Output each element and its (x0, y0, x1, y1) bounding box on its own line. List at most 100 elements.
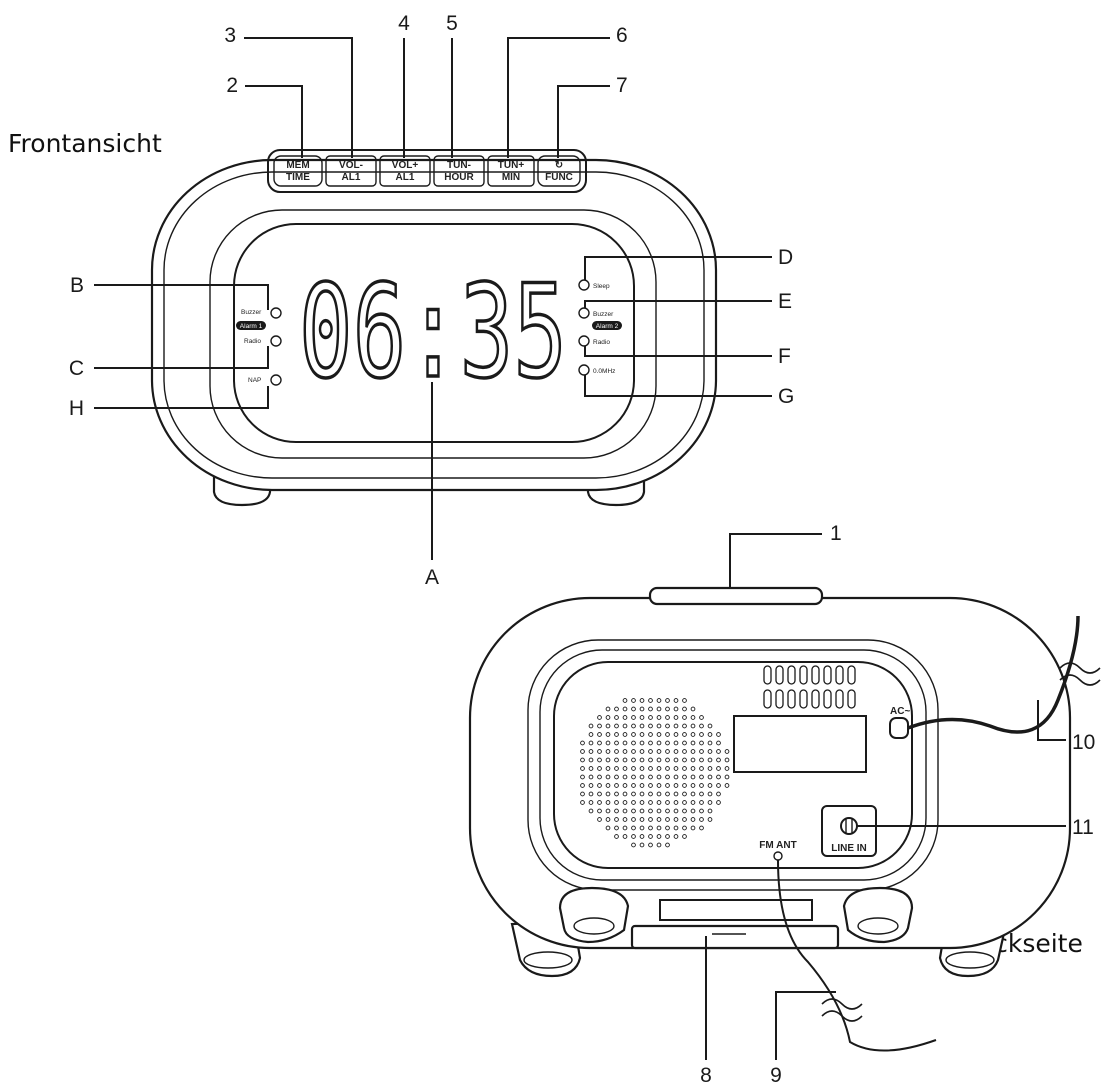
grille-hole (665, 791, 670, 797)
grille-hole (699, 749, 704, 754)
grille-hole (665, 808, 670, 814)
grille-hole (656, 723, 662, 729)
grille-hole (707, 800, 713, 805)
grille-hole (665, 825, 670, 831)
grille-hole (605, 740, 611, 746)
grille-hole (699, 774, 704, 780)
grille-hole (707, 791, 713, 797)
grille-hole (656, 791, 662, 797)
grille-hole (716, 774, 721, 780)
grille-hole (631, 723, 636, 729)
grille-hole (673, 817, 679, 822)
grille-hole (690, 808, 696, 814)
grille-hole (690, 732, 696, 737)
grille-hole (588, 757, 594, 763)
grille-hole (631, 817, 636, 822)
indicator-buzzer-2-label: Buzzer (593, 311, 614, 318)
grille-hole (648, 808, 653, 814)
mem-time-button[interactable]: MEM TIME (273, 155, 323, 187)
grille-hole (639, 706, 645, 712)
grille-hole (673, 808, 679, 814)
grille-hole (699, 723, 704, 729)
grille-hole (648, 842, 653, 848)
grille-hole (724, 757, 730, 763)
grille-hole (614, 740, 619, 746)
rear-inner-right-foot (842, 886, 914, 944)
tun-plus-min-button[interactable]: TUN+ MIN (487, 155, 535, 187)
svg-text:AL1: AL1 (396, 172, 415, 183)
grille-hole (614, 774, 619, 780)
grille-hole (605, 757, 611, 763)
grille-hole (656, 757, 662, 763)
callout-10: 10 (1072, 731, 1095, 754)
grille-hole (707, 808, 713, 814)
grille-hole (665, 774, 670, 780)
svg-text:Alarm 1: Alarm 1 (240, 323, 263, 330)
grille-hole (673, 715, 679, 720)
callout-e: E (778, 290, 792, 313)
grille-hole (699, 766, 704, 771)
grille-hole (639, 800, 645, 805)
grille-hole (707, 757, 713, 763)
snooze-bar[interactable] (648, 586, 824, 606)
svg-text:TUN-: TUN- (447, 160, 471, 171)
grille-hole (724, 774, 730, 780)
vent-slot (775, 665, 784, 685)
grille-hole (665, 698, 670, 703)
grille-hole (622, 757, 628, 763)
grille-hole (639, 757, 645, 763)
leader-b (94, 284, 269, 310)
grille-hole (588, 800, 594, 805)
grille-hole (682, 825, 687, 831)
grille-hole (597, 766, 602, 771)
grille-hole (639, 698, 645, 703)
vent-slot (787, 689, 796, 709)
grille-hole (724, 749, 730, 754)
svg-text:FUNC: FUNC (545, 172, 573, 183)
grille-hole (605, 808, 611, 814)
grille-hole (639, 749, 645, 754)
grille-hole (605, 825, 611, 831)
grille-hole (622, 740, 628, 746)
indicator-radio-1-icon (270, 335, 282, 347)
grille-hole (631, 774, 636, 780)
grille-hole (656, 783, 662, 788)
leader-c (94, 346, 269, 369)
grille-hole (631, 791, 636, 797)
grille-hole (673, 757, 679, 763)
grille-hole (639, 732, 645, 737)
grille-hole (648, 740, 653, 746)
grille-hole (690, 706, 696, 712)
rear-panel-inner (553, 661, 913, 869)
tun-minus-hour-button[interactable]: TUN- HOUR (433, 155, 485, 187)
grille-hole (656, 732, 662, 737)
indicator-radio-1-label: Radio (244, 338, 261, 345)
grille-hole (639, 774, 645, 780)
fm-ant-label: FM ANT (759, 840, 796, 851)
leader-d (584, 256, 772, 280)
rear-view: 1 AC~ LINE IN FM ANT (468, 522, 1072, 978)
grille-hole (614, 800, 619, 805)
grille-hole (682, 800, 687, 805)
grille-hole (690, 791, 696, 797)
battery-compartment-cover[interactable] (630, 924, 840, 950)
front-view: MEM TIME VOL- AL1 VOL+ AL1 TUN- HOUR TUN… (150, 149, 718, 507)
leader-e (584, 300, 772, 308)
grille-hole (665, 740, 670, 746)
grille-hole (673, 740, 679, 746)
grille-hole (673, 774, 679, 780)
svg-text:AL1: AL1 (342, 172, 361, 183)
grille-hole (656, 800, 662, 805)
ac-label: AC~ (890, 706, 910, 717)
grille-hole (648, 706, 653, 712)
leader-7 (557, 85, 610, 158)
grille-hole (580, 783, 585, 788)
grille-hole (673, 800, 679, 805)
grille-hole (622, 783, 628, 788)
grille-hole (673, 791, 679, 797)
callout-h: H (69, 397, 84, 420)
grille-hole (665, 706, 670, 712)
grille-hole (605, 749, 611, 754)
grille-hole (707, 749, 713, 754)
front-callouts: 3 2 4 5 6 7 B C H D E F G A (69, 12, 795, 589)
